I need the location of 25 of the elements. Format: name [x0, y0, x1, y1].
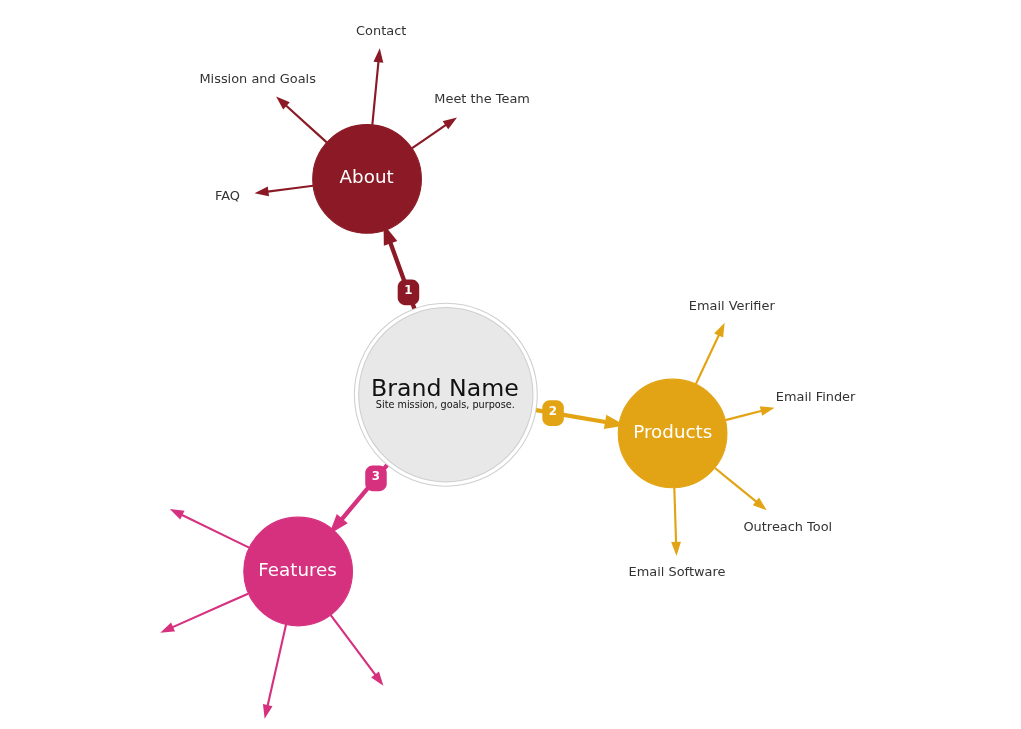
- node-text: Email Software: [628, 563, 725, 579]
- arrow: [670, 487, 681, 556]
- arrow: [262, 624, 287, 719]
- node-text: Meet the Team: [433, 91, 530, 107]
- arrow: [411, 117, 457, 149]
- node-text: FAQ: [214, 187, 240, 203]
- edge-label: 2: [548, 403, 557, 418]
- node-text: Email Verifier: [688, 297, 775, 313]
- node-circle: About: [311, 124, 422, 234]
- node-text: Email Finder: [775, 388, 855, 404]
- arrow: [275, 96, 327, 144]
- node-circle: Products: [617, 378, 727, 489]
- arrow: [713, 467, 767, 511]
- arrow: [329, 614, 383, 686]
- arrow: [254, 184, 313, 197]
- arrow: [694, 322, 725, 385]
- arrow: [724, 406, 775, 422]
- arrow: [159, 592, 248, 633]
- edge-label: 1: [403, 283, 412, 298]
- node-text: Outreach Tool: [742, 518, 832, 534]
- edge-label: 3: [371, 469, 380, 484]
- arrow: [370, 48, 383, 125]
- arrow: [169, 509, 250, 549]
- node-text: Mission and Goals: [198, 70, 316, 86]
- node-text: Contact: [355, 23, 406, 39]
